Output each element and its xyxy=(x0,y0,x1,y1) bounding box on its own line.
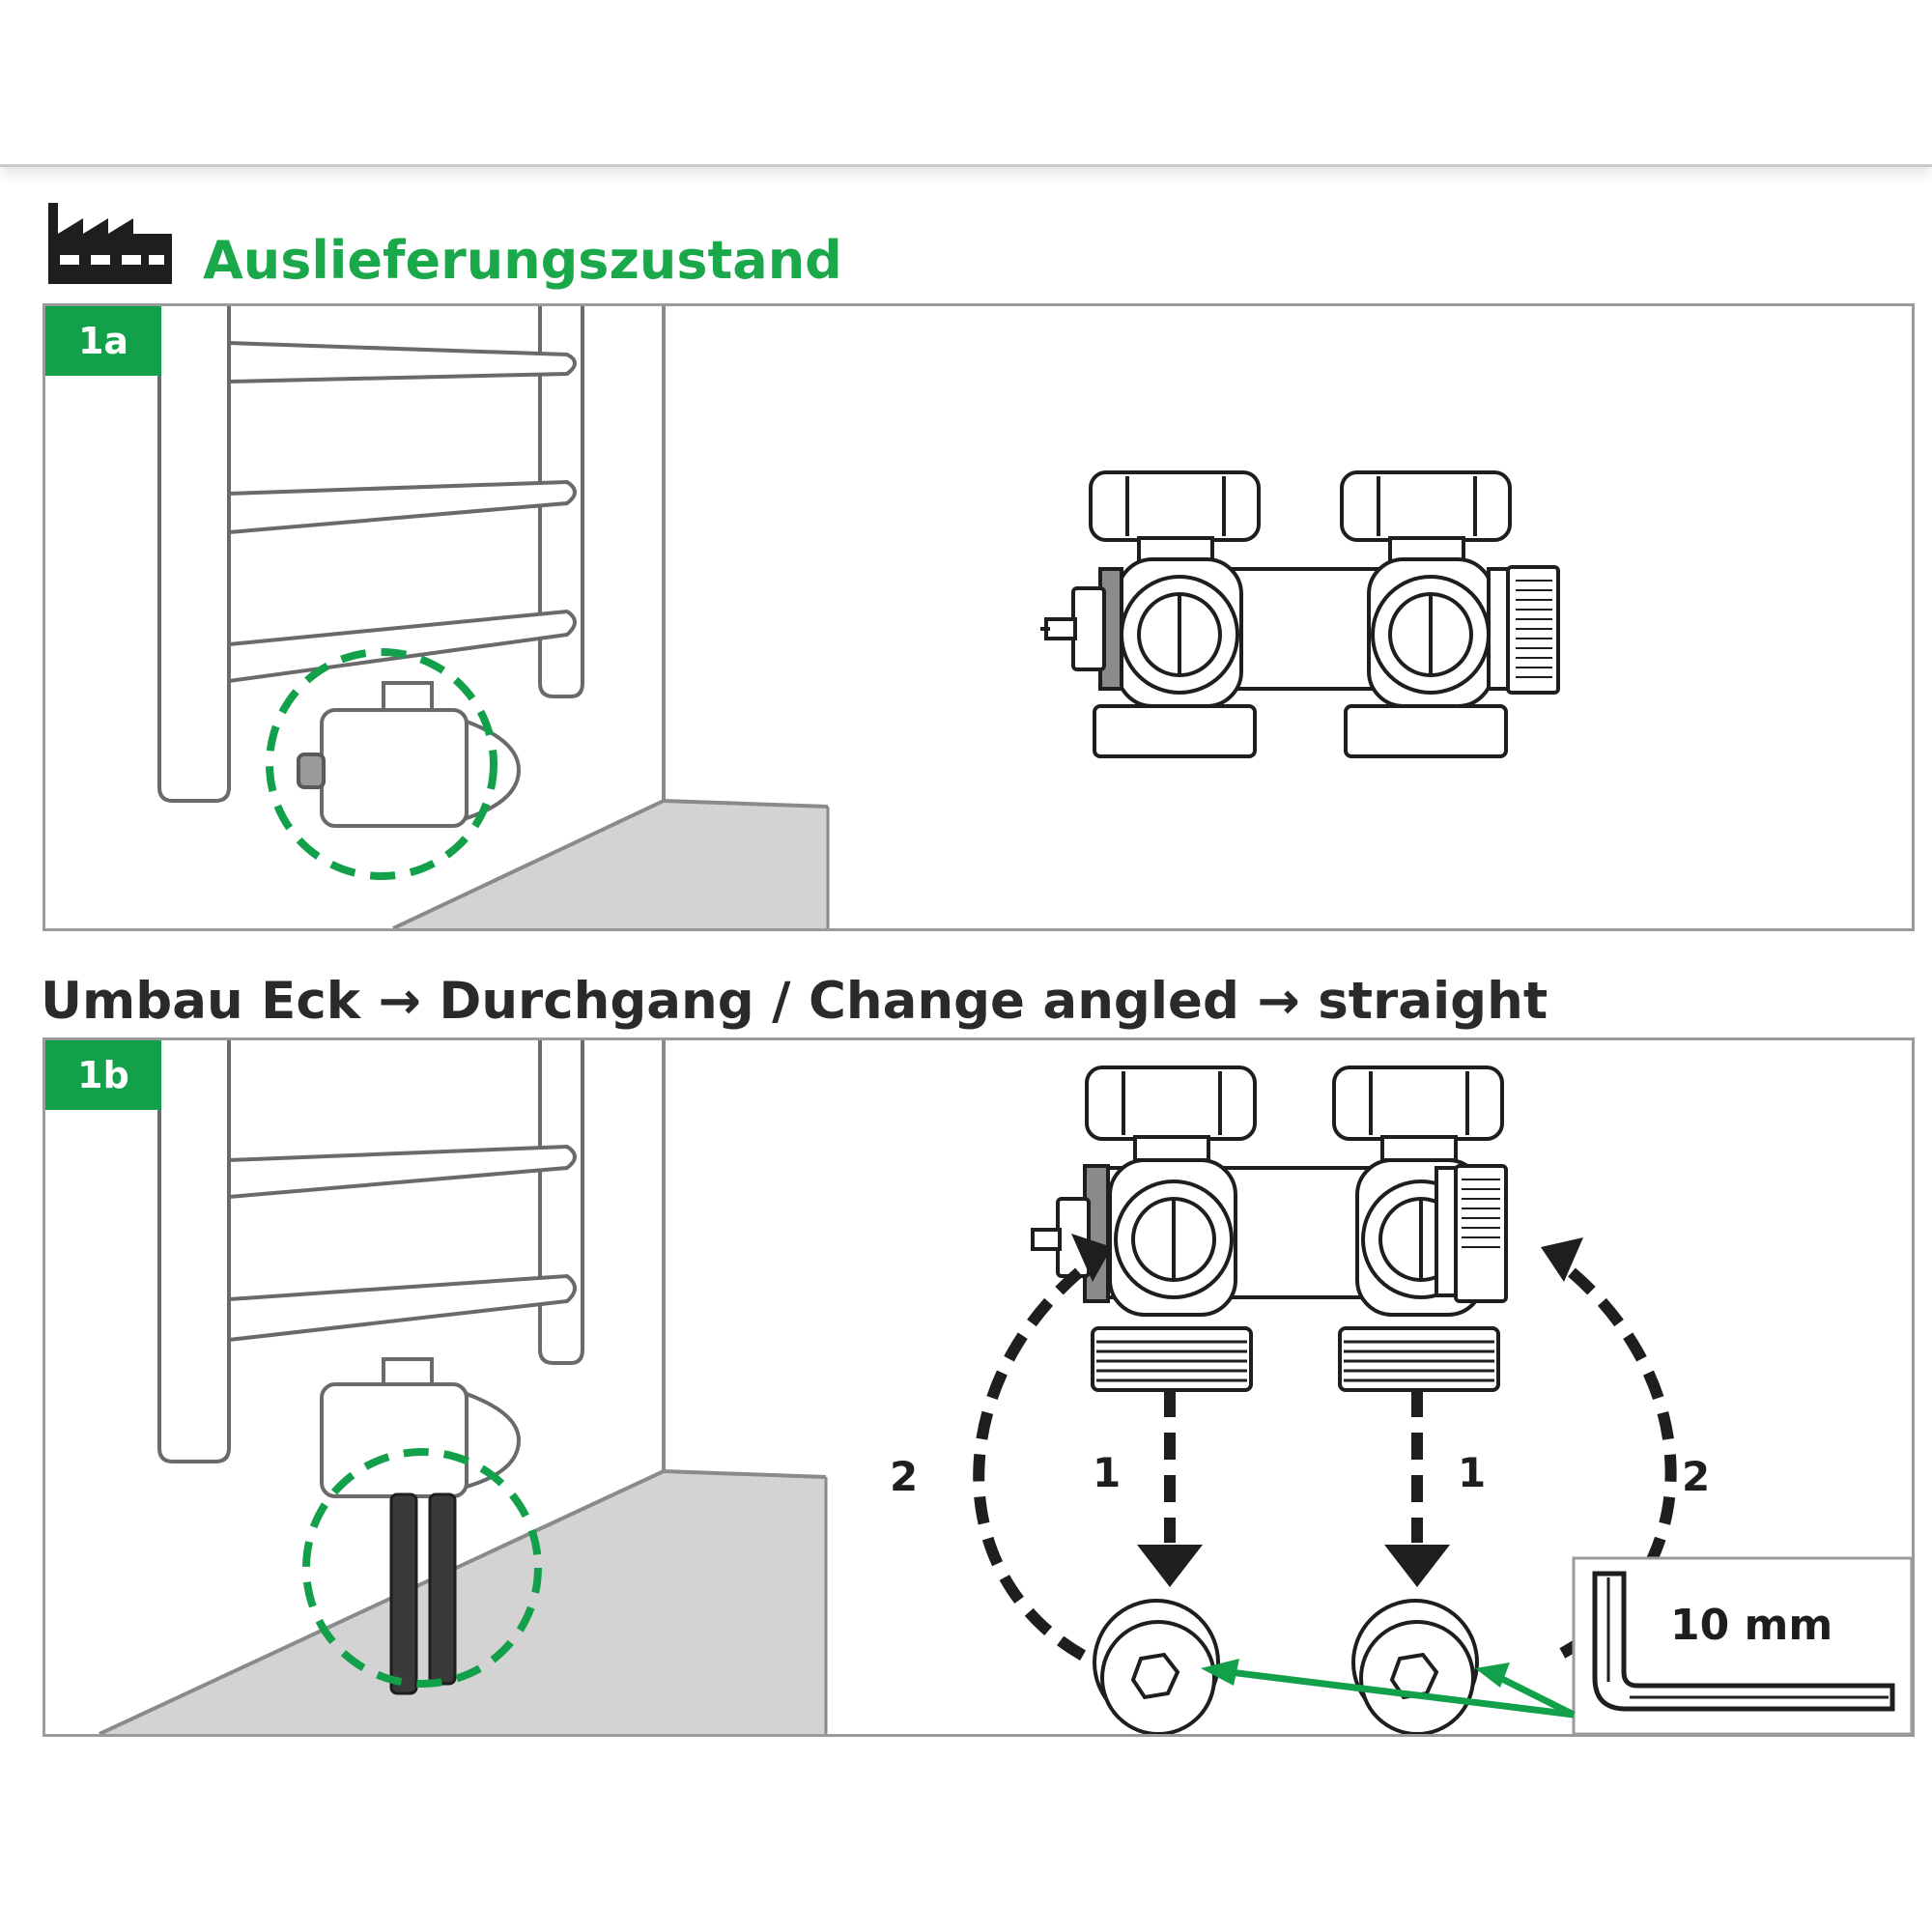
top-bar xyxy=(0,0,1932,167)
step-badge-1a: 1a xyxy=(45,306,161,376)
hex-key-icon xyxy=(1592,1571,1895,1712)
floor xyxy=(393,801,828,928)
highlight-circle xyxy=(302,1448,542,1688)
step-label-left-outer: 2 xyxy=(890,1453,918,1500)
conversion-heading: Umbau Eck → Durchgang / Change angled → … xyxy=(41,972,1548,1031)
pipes xyxy=(389,1492,457,1695)
panel-1a: 1a xyxy=(43,303,1915,931)
panel-1a-illustration xyxy=(157,306,1560,928)
threaded-caps xyxy=(1091,1326,1500,1392)
panel-1b: 2 1 1 2 10 mm 1b xyxy=(43,1037,1915,1737)
panel-1b-illustration: 2 1 1 2 10 mm xyxy=(99,1040,1912,1734)
arrowheads xyxy=(1071,1234,1583,1587)
valve-fitting-factory xyxy=(1040,470,1560,758)
factory-icon xyxy=(48,203,172,284)
towel-radiator xyxy=(157,306,584,803)
step-label-left-inner: 1 xyxy=(1093,1449,1121,1496)
tool-pointer-heads xyxy=(1201,1659,1510,1688)
highlight-circle xyxy=(266,648,497,880)
factory-state-heading: Auslieferungszustand xyxy=(203,230,842,291)
tool-size-label: 10 mm xyxy=(1670,1601,1833,1650)
valve-fitting-conversion xyxy=(1031,1065,1508,1317)
move-paths xyxy=(973,1267,1677,1664)
plug-caps xyxy=(1093,1599,1479,1734)
floor xyxy=(99,1471,826,1734)
step-label-right-inner: 1 xyxy=(1458,1449,1486,1496)
step-badge-1b: 1b xyxy=(45,1040,161,1110)
straight-valve xyxy=(320,1357,522,1498)
step-label-right-outer: 2 xyxy=(1682,1453,1710,1500)
towel-radiator xyxy=(157,1040,584,1463)
